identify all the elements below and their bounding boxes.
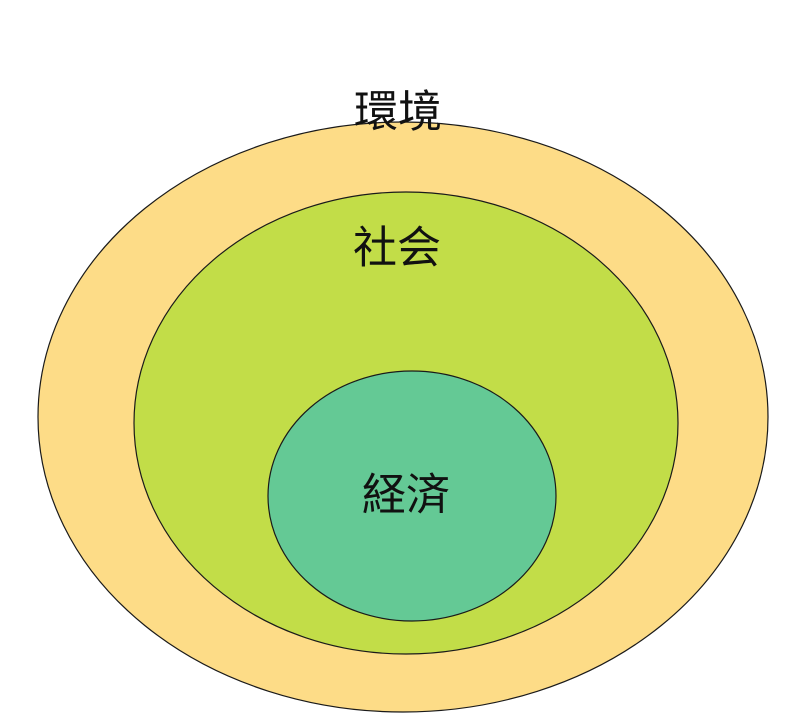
society-label: 社会 — [353, 223, 441, 274]
economy-circle — [267, 370, 557, 622]
environment-label: 環境 — [354, 87, 442, 138]
economy-label: 経済 — [362, 470, 450, 521]
